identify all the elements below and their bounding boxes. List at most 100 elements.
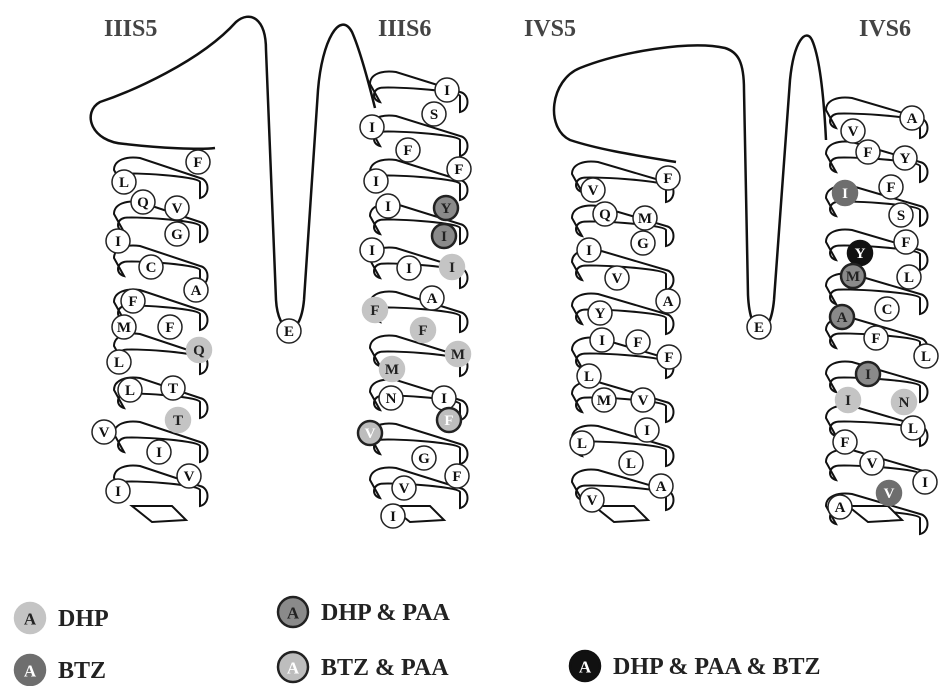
residue: F	[437, 408, 461, 432]
helix-end-cap	[594, 506, 648, 522]
residue: I	[432, 386, 456, 410]
residue: A	[184, 278, 208, 302]
residue-letter: L	[119, 175, 129, 191]
residue-letter: T	[168, 381, 178, 397]
residue: V	[92, 420, 116, 444]
residue: F	[411, 318, 435, 342]
residue-letter: Y	[441, 201, 452, 217]
legend-item-dhp-paa: ADHP & PAA	[278, 597, 451, 627]
residue-letter: F	[165, 320, 174, 336]
residue-letter: L	[584, 369, 594, 385]
residue-letter: N	[386, 391, 397, 407]
residue: V	[358, 421, 382, 445]
residue: I	[577, 238, 601, 262]
residue: F	[833, 430, 857, 454]
residue: A	[830, 305, 854, 329]
residue: V	[580, 488, 604, 512]
residue-letter: T	[173, 413, 183, 429]
loop-residue-iii: E	[277, 319, 301, 343]
residue-letter: M	[597, 393, 611, 409]
residue-letter: Y	[855, 246, 866, 262]
residue: V	[860, 451, 884, 475]
residue-letter: A	[835, 500, 846, 516]
residue-letter: F	[444, 413, 453, 429]
legend-label: DHP & PAA & BTZ	[613, 654, 821, 680]
residue-letter: L	[125, 383, 135, 399]
residue: L	[577, 364, 601, 388]
residue-letter: I	[115, 234, 121, 250]
residue-letter: V	[172, 201, 183, 217]
residue-letter: F	[193, 155, 202, 171]
residue: F	[864, 326, 888, 350]
residue-letter: I	[441, 229, 447, 245]
residue-letter: I	[922, 475, 928, 491]
residue-letter: N	[899, 395, 910, 411]
residue-letter: V	[399, 481, 410, 497]
residue: V	[605, 266, 629, 290]
legend-symbol: A	[24, 662, 37, 681]
residue: C	[875, 297, 899, 321]
residue-letter: M	[117, 320, 131, 336]
residue: F	[626, 330, 650, 354]
residue: I	[836, 388, 860, 412]
residue: I	[376, 194, 400, 218]
residue: L	[619, 451, 643, 475]
residue-letter: I	[156, 445, 162, 461]
residue-letter: A	[907, 111, 918, 127]
residue-letter: F	[886, 180, 895, 196]
residue: I	[590, 328, 614, 352]
residue: M	[380, 357, 404, 381]
residue: M	[592, 388, 616, 412]
residue: Q	[593, 202, 617, 226]
residue-letter: F	[452, 469, 461, 485]
residue-letter: F	[663, 171, 672, 187]
residue-letter: M	[451, 347, 465, 363]
residue: G	[412, 446, 436, 470]
legend-symbol: A	[287, 659, 300, 678]
residue: A	[656, 289, 680, 313]
residue-letter: F	[128, 294, 137, 310]
residue-letter: L	[921, 349, 931, 365]
residue-letter: L	[908, 421, 918, 437]
residue: I	[432, 224, 456, 248]
residue-letter: I	[441, 391, 447, 407]
residue: F	[445, 464, 469, 488]
legend-symbol: A	[287, 604, 300, 623]
residue-letter: I	[369, 243, 375, 259]
residue-letter: F	[633, 335, 642, 351]
residue-letter: F	[454, 162, 463, 178]
residue: N	[892, 390, 916, 414]
residue-letter: S	[430, 107, 438, 123]
residue-letter: G	[418, 451, 430, 467]
residue-letter: V	[848, 124, 859, 140]
residue: M	[633, 206, 657, 230]
residue-letter: V	[884, 486, 895, 502]
residue-letter: Q	[193, 343, 205, 359]
residue-letter: I	[865, 367, 871, 383]
residue: Q	[131, 190, 155, 214]
residue-letter: V	[99, 425, 110, 441]
residue-letter: F	[370, 303, 379, 319]
residue-letter: L	[114, 355, 124, 371]
residue: I	[833, 181, 857, 205]
residue: T	[161, 376, 185, 400]
residue: S	[889, 203, 913, 227]
residue-letter: F	[403, 143, 412, 159]
residue: V	[392, 476, 416, 500]
residue-letter: F	[901, 235, 910, 251]
residue: Y	[848, 241, 872, 265]
residue-letter: F	[871, 331, 880, 347]
residue: F	[363, 298, 387, 322]
residue: I	[364, 169, 388, 193]
residue-letter: I	[390, 509, 396, 525]
residue: I	[381, 504, 405, 528]
segment-title-ivs6: IVS6	[859, 16, 911, 42]
residue: I	[147, 440, 171, 464]
residue: V	[877, 481, 901, 505]
residue: Q	[187, 338, 211, 362]
residue-letter: M	[846, 269, 860, 285]
legend-label: BTZ	[58, 658, 106, 684]
residue: F	[879, 175, 903, 199]
residue: F	[657, 345, 681, 369]
